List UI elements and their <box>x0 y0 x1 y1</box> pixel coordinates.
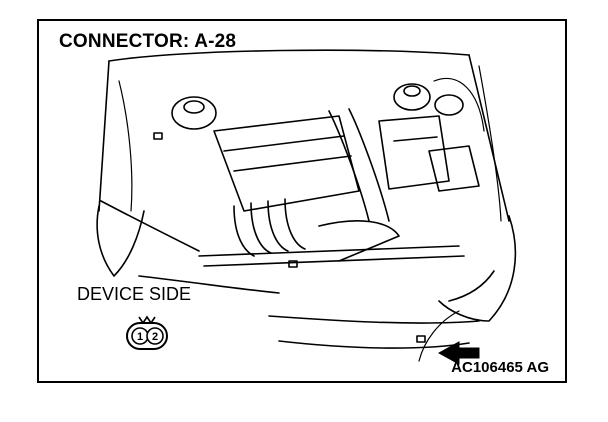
left-strut-tower <box>171 96 217 130</box>
left-fender <box>96 205 145 277</box>
connector-harness <box>418 310 460 362</box>
hood-edge <box>108 49 470 62</box>
figure-id: AC106465 AG <box>451 359 549 376</box>
right-fender <box>438 215 517 322</box>
location-arrow <box>437 341 480 365</box>
battery <box>428 145 480 192</box>
engine-block <box>213 115 360 212</box>
device-side-label: DEVICE SIDE <box>77 284 192 304</box>
diagram-frame: 1 2 CONNECTOR: A-28 DEVICE SIDE AC106465… <box>37 19 567 383</box>
air-cleaner <box>378 115 450 190</box>
connector-symbol: 1 2 <box>126 315 168 350</box>
connector-pin-2: 2 <box>152 331 158 343</box>
diagram-title: CONNECTOR: A-28 <box>59 31 237 52</box>
intake-hose <box>328 110 370 222</box>
connector-pin-1: 1 <box>137 331 143 343</box>
connector-a28-location <box>416 335 426 343</box>
engine-bay-illustration: 1 2 <box>96 49 517 365</box>
right-strut-tower <box>393 83 431 111</box>
